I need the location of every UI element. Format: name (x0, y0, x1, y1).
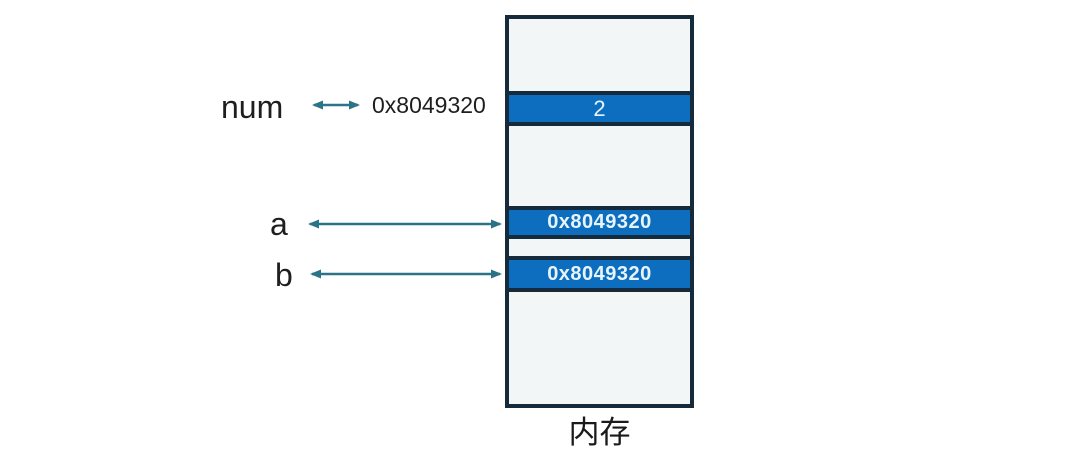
memory-cell-b: 0x8049320 (505, 256, 694, 292)
var-label-num: num (221, 89, 284, 125)
memory-title: 内存 (568, 415, 631, 450)
var-label-b: b (275, 257, 293, 293)
memory-cell-a: 0x8049320 (505, 206, 694, 239)
var-label-a: a (270, 206, 288, 242)
memory-cell-num: 2 (505, 91, 694, 126)
num-address-label: 0x8049320 (372, 92, 486, 118)
